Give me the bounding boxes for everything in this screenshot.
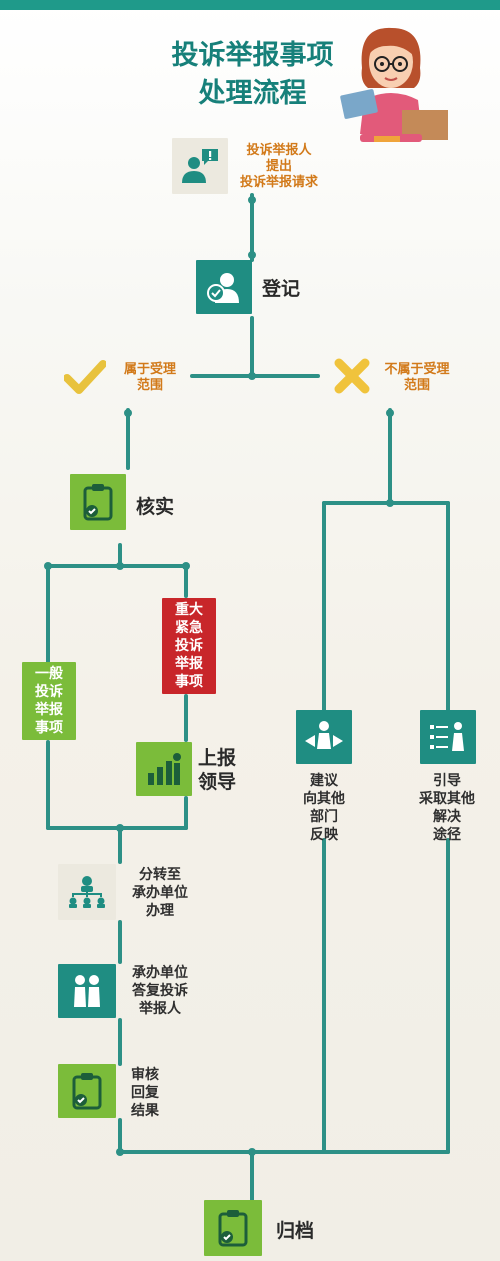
request-step-box xyxy=(172,138,228,194)
report-step-box xyxy=(136,742,192,796)
archive-step-box xyxy=(204,1200,262,1256)
two-people-icon xyxy=(74,975,100,1007)
review-step-label: 审核 回复 结果 xyxy=(131,1067,159,1119)
bar-chart-icon xyxy=(148,753,181,785)
transfer-step-box xyxy=(58,864,116,920)
person-check-icon xyxy=(207,273,239,303)
clipboard-check-icon xyxy=(218,1210,248,1247)
archive-step-label: 归档 xyxy=(276,1220,315,1242)
person-alert-icon xyxy=(182,149,218,183)
in-scope-label: 属于受理 范围 xyxy=(123,362,176,393)
title-line-1: 投诉举报事项 xyxy=(171,40,334,71)
reply-step-label: 承办单位 答复投诉 举报人 xyxy=(132,965,188,1017)
reply-step-box xyxy=(58,964,116,1018)
top-accent-bar xyxy=(0,0,500,10)
register-step-box xyxy=(196,260,252,314)
report-step-label: 上报 领导 xyxy=(198,747,237,793)
review-step-box xyxy=(58,1064,116,1118)
general-matter-box: 一般 投诉 举报 事项 xyxy=(22,662,76,740)
urgent-matter-box: 重大 紧急 投诉 举报 事项 xyxy=(162,598,216,694)
woman-at-desk-illustration xyxy=(340,27,448,142)
suggest-step-label: 建议 向其他 部门 反映 xyxy=(303,773,345,843)
transfer-step-label: 分转至 承办单位 办理 xyxy=(132,867,188,919)
title-line-2: 处理流程 xyxy=(198,78,307,109)
list-person-icon xyxy=(430,722,464,751)
cross-icon xyxy=(334,358,370,394)
request-step-label: 投诉举报人 提出 投诉举报请求 xyxy=(239,143,318,190)
checkmark-icon xyxy=(64,360,106,394)
clipboard-check-icon xyxy=(72,1073,102,1110)
guide-step-box xyxy=(420,710,476,764)
verify-step-box xyxy=(70,474,126,530)
out-scope-label: 不属于受理 范围 xyxy=(384,362,450,393)
clipboard-check-icon xyxy=(83,484,113,521)
register-step-label: 登记 xyxy=(262,278,301,300)
hierarchy-icon xyxy=(69,876,105,908)
verify-step-label: 核实 xyxy=(136,496,175,518)
suggest-step-box xyxy=(296,710,352,764)
people-direction-icon xyxy=(305,721,343,749)
guide-step-label: 引导 采取其他 解决 途径 xyxy=(419,773,475,843)
